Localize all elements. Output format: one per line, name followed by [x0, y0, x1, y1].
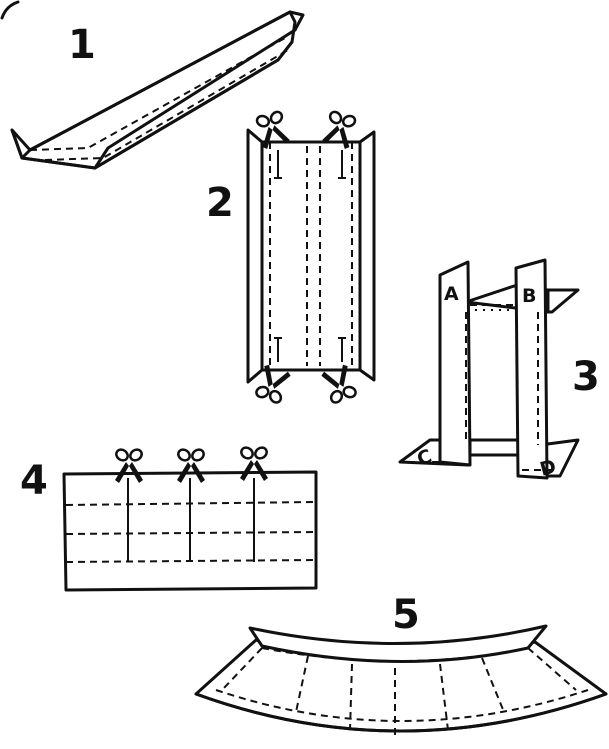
step-5-curved-channel	[194, 624, 608, 738]
page-corner-arc	[0, 0, 20, 20]
step-1-number: 1	[68, 22, 96, 68]
step-1-folded-trough	[10, 10, 305, 170]
step-4-cut-rectangle	[62, 470, 318, 592]
step-2-number: 2	[206, 180, 234, 226]
step-2-cut-strip	[246, 128, 376, 384]
corner-label-d: D	[538, 455, 559, 480]
step-3-number: 3	[572, 354, 600, 400]
corner-label-b: B	[522, 285, 536, 307]
corner-label-a: A	[444, 283, 459, 305]
step-3-standing-frame	[398, 258, 580, 480]
step-5-number: 5	[392, 592, 420, 638]
step-4-number: 4	[20, 458, 48, 504]
